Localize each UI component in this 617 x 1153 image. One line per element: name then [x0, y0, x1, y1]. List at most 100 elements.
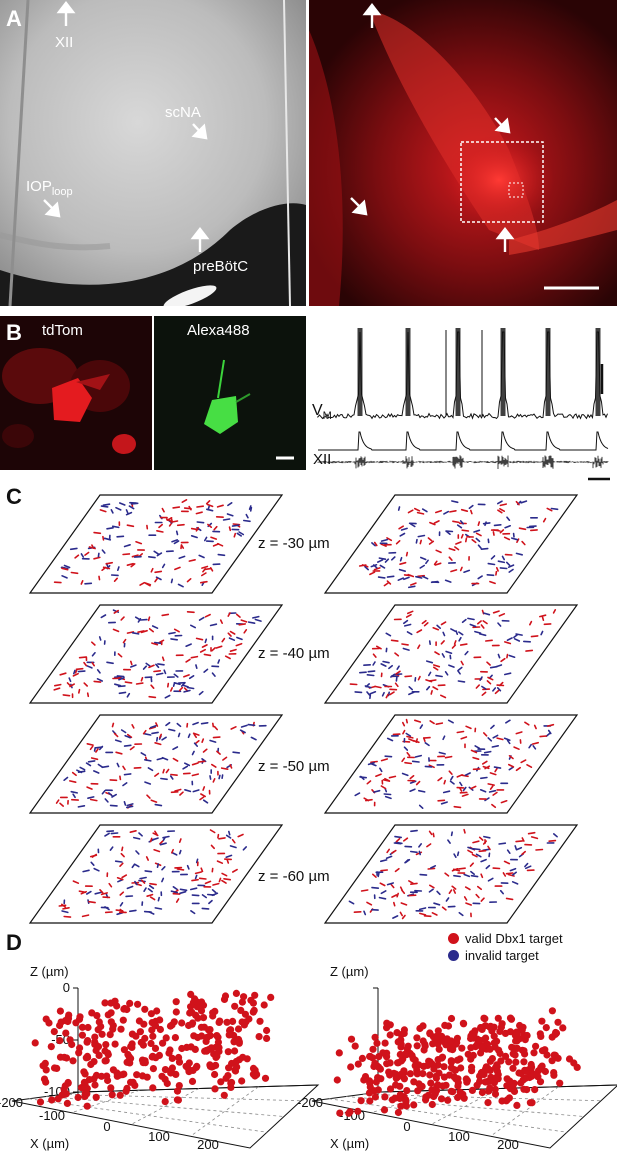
target-marker — [154, 907, 163, 910]
target-marker — [415, 575, 423, 579]
data-point — [459, 1019, 467, 1027]
target-marker — [144, 582, 152, 586]
data-point — [400, 1029, 408, 1037]
target-marker — [91, 652, 96, 657]
target-marker — [482, 732, 488, 737]
target-marker — [127, 733, 133, 739]
target-marker — [363, 910, 367, 916]
target-marker — [188, 675, 195, 680]
target-marker — [495, 570, 498, 576]
data-point — [132, 1032, 140, 1040]
target-marker — [135, 850, 140, 855]
target-marker — [421, 619, 427, 625]
data-point — [131, 1081, 139, 1089]
data-point — [366, 1052, 374, 1061]
data-point — [467, 1044, 475, 1052]
target-marker — [474, 745, 481, 750]
target-marker — [429, 521, 436, 526]
data-point — [509, 1064, 517, 1072]
target-marker — [475, 537, 481, 543]
target-marker — [161, 613, 170, 617]
target-marker — [394, 835, 403, 839]
floor-grid — [490, 1086, 559, 1137]
target-marker — [379, 882, 386, 887]
plane-outline — [28, 604, 284, 704]
target-marker — [448, 889, 453, 895]
data-point — [193, 998, 201, 1006]
target-marker — [247, 621, 256, 624]
target-marker — [198, 554, 205, 559]
target-marker — [448, 770, 453, 775]
target-marker — [491, 803, 497, 809]
target-marker — [480, 624, 485, 629]
target-marker — [461, 793, 469, 797]
target-marker — [460, 660, 464, 666]
target-marker — [485, 864, 491, 870]
target-marker — [74, 668, 78, 674]
data-point — [84, 1037, 92, 1045]
data-point — [394, 1038, 402, 1046]
target-marker — [371, 873, 377, 878]
data-point — [252, 1070, 260, 1078]
target-marker — [201, 565, 209, 569]
data-point — [83, 1090, 91, 1098]
target-marker — [61, 910, 69, 914]
target-marker — [191, 750, 195, 756]
target-marker — [373, 541, 378, 547]
data-point — [494, 1014, 502, 1022]
target-marker — [468, 504, 474, 510]
target-marker — [90, 757, 99, 761]
data-point — [396, 1091, 404, 1099]
data-point — [393, 1029, 401, 1037]
target-marker — [489, 785, 494, 790]
target-marker — [155, 672, 164, 676]
target-marker — [379, 767, 383, 773]
target-marker — [177, 583, 184, 588]
target-marker — [168, 631, 176, 635]
target-marker — [235, 642, 243, 647]
target-marker — [72, 880, 80, 885]
target-marker — [156, 863, 160, 869]
target-marker — [415, 538, 418, 544]
target-marker — [516, 538, 520, 544]
target-marker — [191, 762, 199, 766]
target-marker — [463, 569, 471, 573]
brightfield-image — [0, 0, 306, 306]
target-marker — [463, 873, 471, 878]
floor-grid — [28, 1098, 268, 1133]
data-point — [47, 1043, 55, 1051]
target-marker — [134, 616, 141, 621]
target-marker — [204, 613, 211, 618]
target-marker — [380, 543, 387, 548]
target-marker — [497, 622, 502, 627]
target-marker — [218, 837, 226, 840]
data-point — [486, 1077, 494, 1085]
target-marker — [479, 788, 487, 793]
target-marker — [124, 681, 133, 684]
target-marker — [113, 577, 118, 582]
target-marker — [216, 750, 221, 755]
data-point — [415, 1061, 423, 1069]
data-point — [454, 1093, 462, 1102]
floor-grid — [130, 1088, 200, 1125]
target-marker — [491, 745, 500, 748]
data-point — [212, 1053, 220, 1061]
target-marker — [194, 874, 198, 880]
target-marker — [419, 564, 426, 569]
target-marker — [459, 520, 465, 525]
target-marker — [243, 629, 248, 634]
target-marker — [499, 529, 505, 534]
target-marker — [369, 571, 376, 576]
target-marker — [428, 540, 435, 545]
target-marker — [150, 567, 154, 573]
target-marker — [109, 804, 118, 807]
target-marker — [540, 630, 544, 636]
target-marker — [160, 777, 168, 781]
data-point — [78, 1023, 86, 1031]
target-marker — [148, 628, 154, 633]
target-marker — [489, 772, 497, 776]
target-marker — [229, 845, 237, 849]
data-point — [457, 1064, 465, 1072]
target-marker — [415, 780, 421, 786]
data-point — [212, 1061, 220, 1069]
